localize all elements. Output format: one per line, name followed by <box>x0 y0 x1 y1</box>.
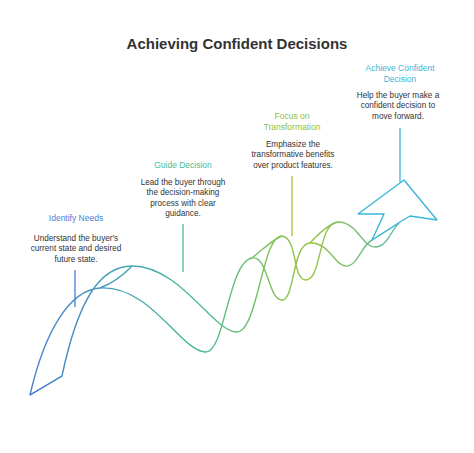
step-description: Understand the buyer's current state and… <box>30 234 122 265</box>
leader-line <box>182 224 183 272</box>
arrow-head <box>358 180 437 240</box>
ribbon-fold <box>30 222 338 395</box>
diagram-title: Achieving Confident Decisions <box>0 35 474 54</box>
leader-line <box>291 176 292 236</box>
step-description: Help the buyer make a confident decision… <box>352 91 444 122</box>
ribbon <box>30 222 400 395</box>
leader-line <box>74 270 75 307</box>
step-heading: Guide Decision <box>138 160 228 171</box>
step-description: Lead the buyer through the decision-maki… <box>134 178 232 219</box>
step-heading: Identify Needs <box>30 213 122 224</box>
step-description: Emphasize the transformative benefits ov… <box>244 140 342 171</box>
leader-line <box>399 128 400 182</box>
step-heading: Focus on Transformation <box>254 111 330 132</box>
step-heading: Achieve Confident Decision <box>356 63 444 84</box>
